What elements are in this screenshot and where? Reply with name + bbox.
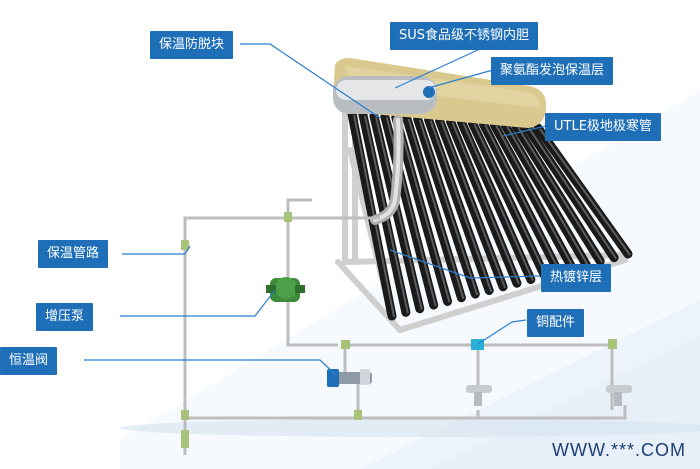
faucet-right bbox=[606, 385, 632, 406]
label-insulated-pipe: 保温管路 bbox=[38, 240, 108, 268]
label-pu-foam: 聚氨酯发泡保温层 bbox=[491, 57, 613, 85]
ground-shadow bbox=[120, 419, 700, 437]
label-thermostatic-valve: 恒温阀 bbox=[0, 347, 57, 375]
label-copper-fitting: 铜配件 bbox=[527, 309, 584, 337]
thermostatic-valve bbox=[327, 369, 372, 387]
label-sus-tank: SUS食品级不锈钢内胆 bbox=[390, 22, 538, 50]
label-insulation-block: 保温防脱块 bbox=[150, 31, 233, 59]
label-galvanized: 热镀锌层 bbox=[541, 264, 611, 292]
watermark-text: WWW.***.COM bbox=[552, 440, 686, 461]
label-booster-pump: 增压泵 bbox=[36, 303, 93, 331]
booster-pump bbox=[266, 277, 305, 302]
label-utle-tube: UTLE极地极寒管 bbox=[545, 113, 661, 141]
faucet-left bbox=[466, 385, 492, 406]
